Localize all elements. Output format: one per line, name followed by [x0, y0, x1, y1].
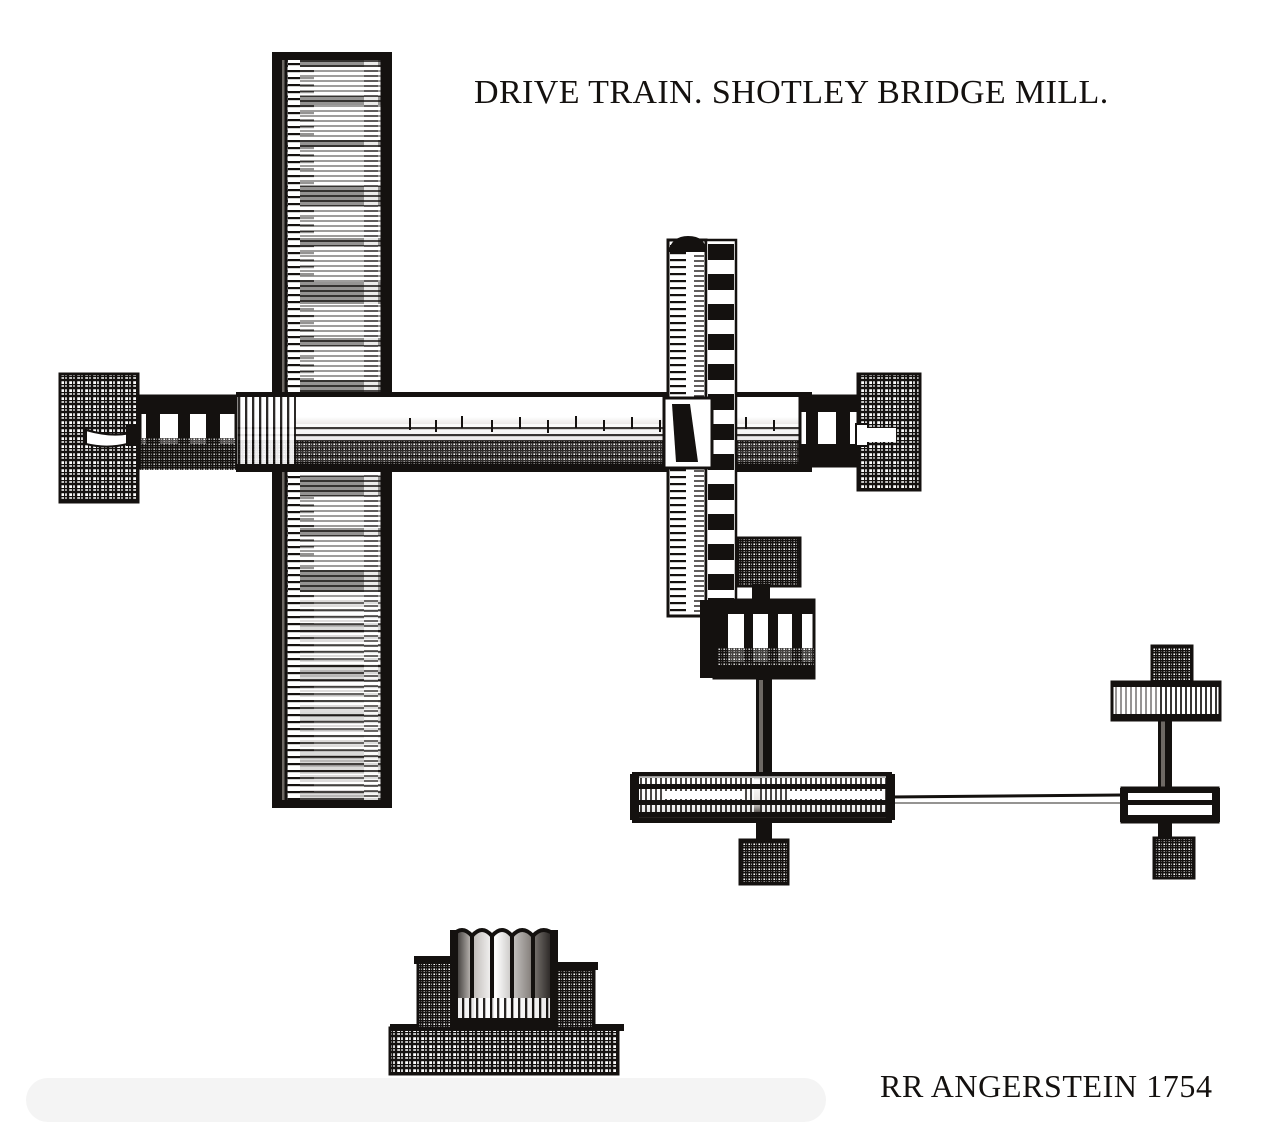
spindle-foot-block — [1152, 836, 1196, 880]
drive-belt — [889, 793, 1123, 804]
left-bearing-block — [58, 372, 156, 504]
attribution-credit: RR ANGERSTEIN 1754 — [880, 1068, 1213, 1104]
lantern-pinion — [700, 598, 816, 680]
grooved-roller-detail — [388, 928, 624, 1076]
spindle-disc — [1110, 680, 1222, 722]
pit-wheel — [662, 236, 738, 618]
right-bearing-block — [855, 372, 922, 492]
vertical-shaft — [756, 676, 772, 852]
left-shaft-collars — [138, 394, 238, 470]
page-title: DRIVE TRAIN. SHOTLEY BRIDGE MILL. — [474, 74, 1109, 111]
driven-spindle-assembly — [1110, 644, 1222, 880]
pinion-bearing-block — [736, 536, 802, 606]
scan-artifact — [26, 1078, 826, 1122]
footstep-bearing — [738, 838, 790, 886]
right-shaft-collars — [798, 394, 864, 468]
spindle-top-block — [1150, 644, 1194, 686]
spindle-pulley — [1120, 786, 1220, 824]
belt-drum — [630, 772, 895, 823]
